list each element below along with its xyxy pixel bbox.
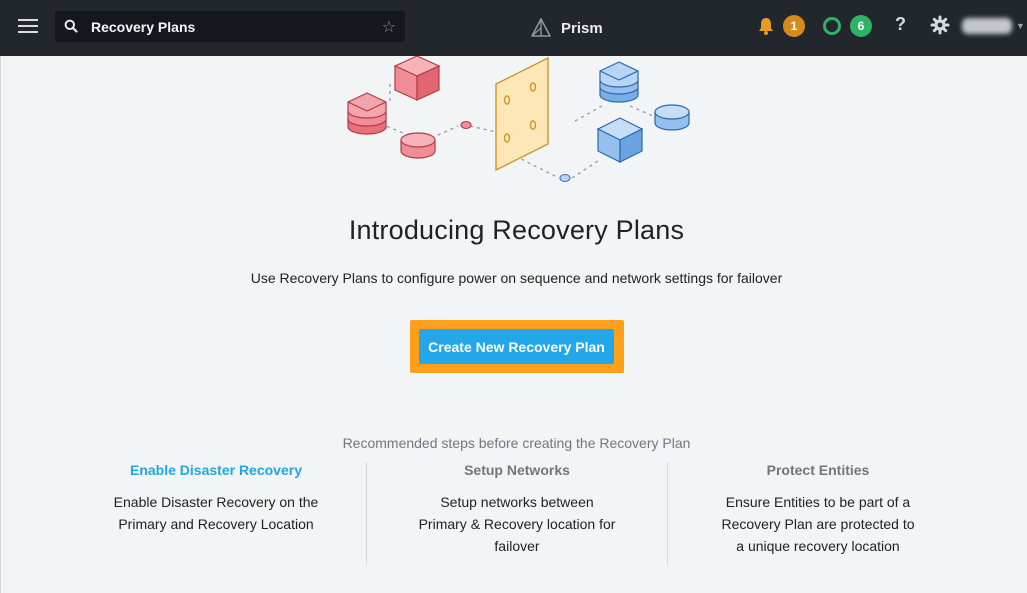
red-disk: [400, 132, 436, 159]
step-description-line: Primary & Recovery location for: [418, 516, 616, 532]
main-content: Introducing Recovery Plans Use Recovery …: [0, 56, 1027, 593]
step-setup-networks: Setup Networks Setup networks between Pr…: [367, 462, 667, 557]
step-description: Enable Disaster Recovery on the Primary …: [66, 491, 366, 535]
user-menu[interactable]: ▼: [962, 18, 1025, 34]
star-icon[interactable]: ☆: [381, 19, 396, 36]
red-server-cube: [393, 56, 441, 101]
search-icon: [64, 19, 78, 33]
step-title: Protect Entities: [766, 462, 870, 478]
chevron-down-icon: ▼: [1016, 21, 1025, 31]
red-database-stack: [347, 92, 387, 135]
gear-icon[interactable]: [930, 15, 950, 35]
step-description-line: failover: [494, 538, 540, 554]
step-description-line: Enable Disaster Recovery on the: [113, 494, 319, 510]
step-description-line: Recovery Plan are protected to: [721, 516, 915, 532]
recovery-illustration: [347, 56, 690, 183]
search-bar[interactable]: ☆: [55, 11, 405, 42]
alerts-count-badge: 1: [783, 15, 805, 37]
top-navigation-bar: ☆ Prism 1 6 ? ▼: [0, 0, 1027, 56]
bell-icon: [759, 18, 773, 35]
page-subtitle: Use Recovery Plans to configure power on…: [250, 270, 783, 286]
step-description: Setup networks between Primary & Recover…: [367, 491, 667, 557]
step-protect-entities: Protect Entities Ensure Entities to be p…: [668, 462, 968, 557]
recommended-steps-heading: Recommended steps before creating the Re…: [342, 435, 691, 451]
step-enable-disaster-recovery: Enable Disaster Recovery Enable Disaster…: [66, 462, 366, 535]
tasks-count-badge: 6: [850, 15, 872, 37]
search-input[interactable]: [89, 16, 373, 38]
prism-logo-icon: [531, 18, 551, 37]
step-title: Setup Networks: [464, 462, 570, 478]
step-description-line: Ensure Entities to be part of a: [725, 494, 911, 510]
brand-name: Prism: [561, 19, 603, 37]
gateway-panel: [495, 56, 549, 172]
tasks-button[interactable]: 6: [823, 15, 872, 37]
blue-database-stack: [599, 61, 639, 103]
username-redacted: [962, 18, 1012, 34]
step-description-line: Setup networks between: [440, 494, 594, 510]
column-divider: [667, 462, 668, 565]
brand: Prism: [530, 16, 603, 40]
blue-disk: [654, 104, 690, 131]
create-recovery-plan-button[interactable]: Create New Recovery Plan: [419, 329, 614, 364]
left-border: [0, 56, 1, 593]
enable-disaster-recovery-link[interactable]: Enable Disaster Recovery: [130, 462, 302, 478]
help-icon[interactable]: ?: [895, 14, 906, 34]
hamburger-menu-icon[interactable]: [18, 16, 38, 36]
page-title: Introducing Recovery Plans: [348, 215, 685, 245]
blue-server-cube: [596, 117, 644, 163]
step-description: Ensure Entities to be part of a Recovery…: [668, 491, 968, 557]
alerts-button[interactable]: 1: [757, 15, 805, 37]
tasks-status-icon: [823, 17, 841, 35]
step-description-line: a unique recovery location: [736, 538, 900, 554]
step-description-line: Primary and Recovery Location: [118, 516, 314, 532]
column-divider: [366, 462, 367, 565]
